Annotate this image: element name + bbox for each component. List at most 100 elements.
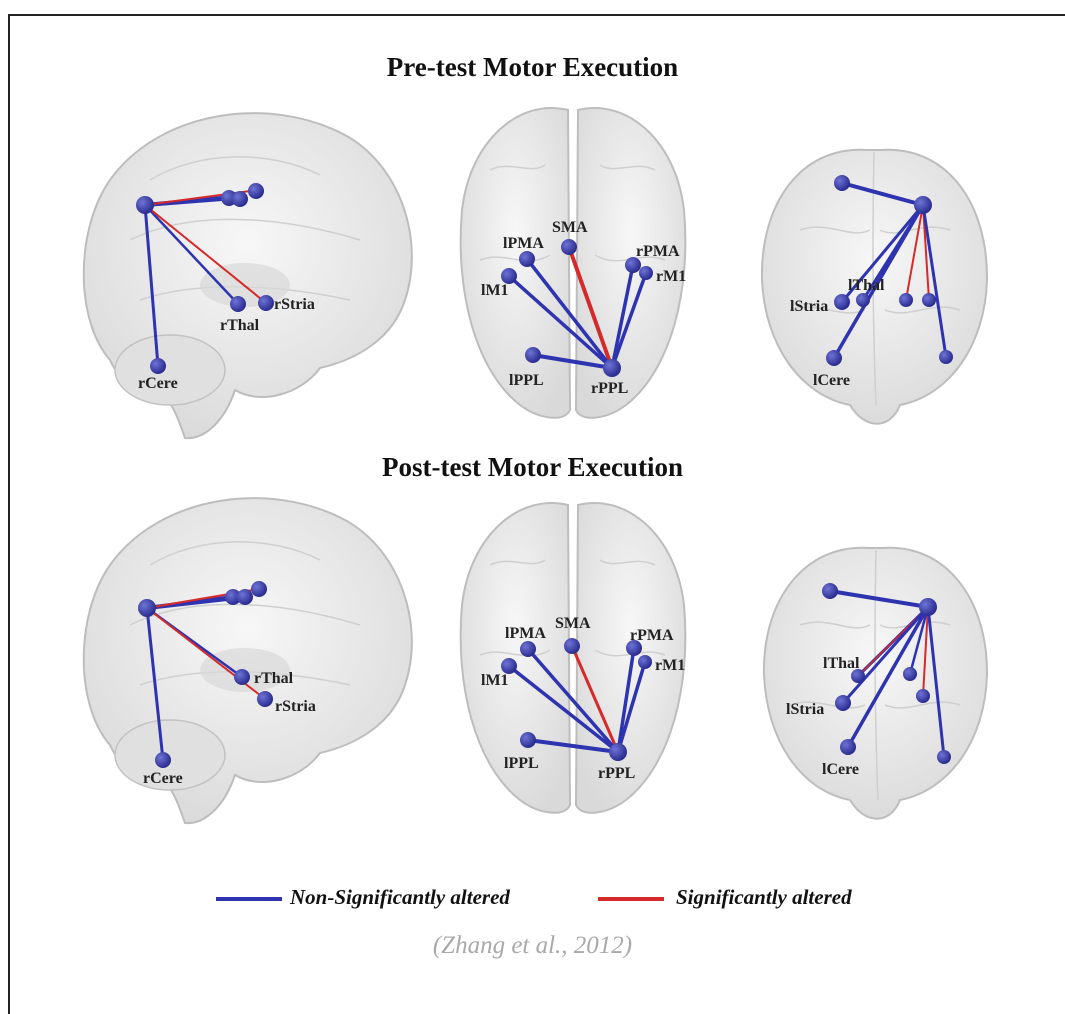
node xyxy=(916,689,930,703)
node xyxy=(834,294,850,310)
node xyxy=(914,196,932,214)
edge xyxy=(144,204,239,305)
edge xyxy=(922,606,929,697)
node xyxy=(856,293,870,307)
sagittal-brain-post xyxy=(82,497,413,825)
node xyxy=(903,667,917,681)
edge xyxy=(532,353,613,370)
figure-frame xyxy=(8,14,1065,1014)
edge xyxy=(905,204,924,301)
edge xyxy=(144,204,267,304)
legend: Non-Significantly altered Significantly … xyxy=(0,880,1065,920)
edge xyxy=(610,272,648,369)
edge xyxy=(567,246,614,369)
node-label-lm1: lM1 xyxy=(481,672,509,689)
node-label-rpma: rPMA xyxy=(630,627,674,644)
node xyxy=(237,589,253,605)
axial-network-post: SMA lPMA lM1 rPMA rM1 lPPL rPPL xyxy=(481,615,685,782)
node xyxy=(851,669,865,683)
sagittal-brain-pre xyxy=(82,112,413,440)
node xyxy=(501,268,517,284)
node xyxy=(840,739,856,755)
node-label-lthal: lThal xyxy=(848,277,885,294)
cerebellum-outline xyxy=(114,719,226,791)
edge xyxy=(616,647,636,753)
node xyxy=(155,752,171,768)
node xyxy=(826,350,842,366)
node xyxy=(519,251,535,267)
brain-network-figure: rThal rStria rCere SMA lPMA lM1 rPMA rM1… xyxy=(82,107,989,825)
edge xyxy=(926,606,946,758)
node xyxy=(603,359,621,377)
node-label-lstria: lStria xyxy=(786,701,824,718)
citation: (Zhang et al., 2012) xyxy=(432,932,633,959)
node-label-lcere: lCere xyxy=(813,372,850,389)
edge xyxy=(507,664,620,754)
node-label-lppl: lPPL xyxy=(509,372,544,389)
node-label-rppl: rPPL xyxy=(591,380,628,397)
node xyxy=(561,239,577,255)
node xyxy=(520,732,536,748)
node-label-sma: SMA xyxy=(555,615,591,632)
node-label-rm1: rM1 xyxy=(655,657,685,674)
edge xyxy=(525,257,614,370)
node xyxy=(937,750,951,764)
edge xyxy=(527,738,619,754)
edge xyxy=(610,264,635,369)
edge xyxy=(832,204,925,359)
node xyxy=(225,589,241,605)
node xyxy=(150,358,166,374)
coronal-network-post: lThal lStria lCere xyxy=(786,583,951,778)
post-test-title: Post-test Motor Execution xyxy=(382,452,683,482)
node xyxy=(922,293,936,307)
node xyxy=(822,583,838,599)
axial-brain-post xyxy=(459,502,687,814)
axial-network-pre: SMA lPMA lM1 rPMA rM1 lPPL rPPL xyxy=(481,219,686,397)
edge xyxy=(841,181,924,207)
coronal-network-pre: lThal lStria lCere xyxy=(790,175,953,389)
edge xyxy=(143,204,160,367)
node xyxy=(919,598,937,616)
node-label-rstria: rStria xyxy=(274,296,315,313)
edge xyxy=(908,606,930,675)
node-label-rcere: rCere xyxy=(143,770,183,787)
node xyxy=(251,581,267,597)
node xyxy=(234,669,250,685)
node-label-lpma: lPMA xyxy=(505,625,546,642)
edge xyxy=(921,204,948,358)
node xyxy=(564,638,580,654)
left-hemisphere xyxy=(459,107,572,419)
sagittal-network-pre: rThal rStria rCere xyxy=(136,183,315,392)
legend-label-significant: Significantly altered xyxy=(676,885,852,909)
sagittal-network-post: rThal rStria rCere xyxy=(138,581,316,787)
left-hemisphere xyxy=(459,502,572,814)
node-label-rm1: rM1 xyxy=(656,268,686,285)
legend-swatch-non-significant xyxy=(216,897,282,901)
edge xyxy=(841,606,930,704)
edge xyxy=(570,645,620,753)
node xyxy=(939,350,953,364)
node xyxy=(248,183,264,199)
edge xyxy=(616,661,647,753)
node xyxy=(258,295,274,311)
node xyxy=(625,257,641,273)
edge xyxy=(846,606,930,748)
node-label-rpma: rPMA xyxy=(636,243,680,260)
node xyxy=(230,296,246,312)
edge xyxy=(840,204,925,303)
node xyxy=(138,599,156,617)
node xyxy=(257,691,273,707)
node-label-lcere: lCere xyxy=(822,761,859,778)
edge xyxy=(145,607,165,761)
node xyxy=(501,658,517,674)
coronal-brain-post xyxy=(762,546,989,820)
edge xyxy=(829,589,929,609)
node-label-rppl: rPPL xyxy=(598,765,635,782)
node-label-sma: SMA xyxy=(552,219,588,236)
edge xyxy=(526,647,620,754)
node xyxy=(525,347,541,363)
node-label-lthal: lThal xyxy=(823,655,860,672)
node xyxy=(834,175,850,191)
node-label-lm1: lM1 xyxy=(481,282,509,299)
pre-test-title: Pre-test Motor Execution xyxy=(386,52,679,82)
